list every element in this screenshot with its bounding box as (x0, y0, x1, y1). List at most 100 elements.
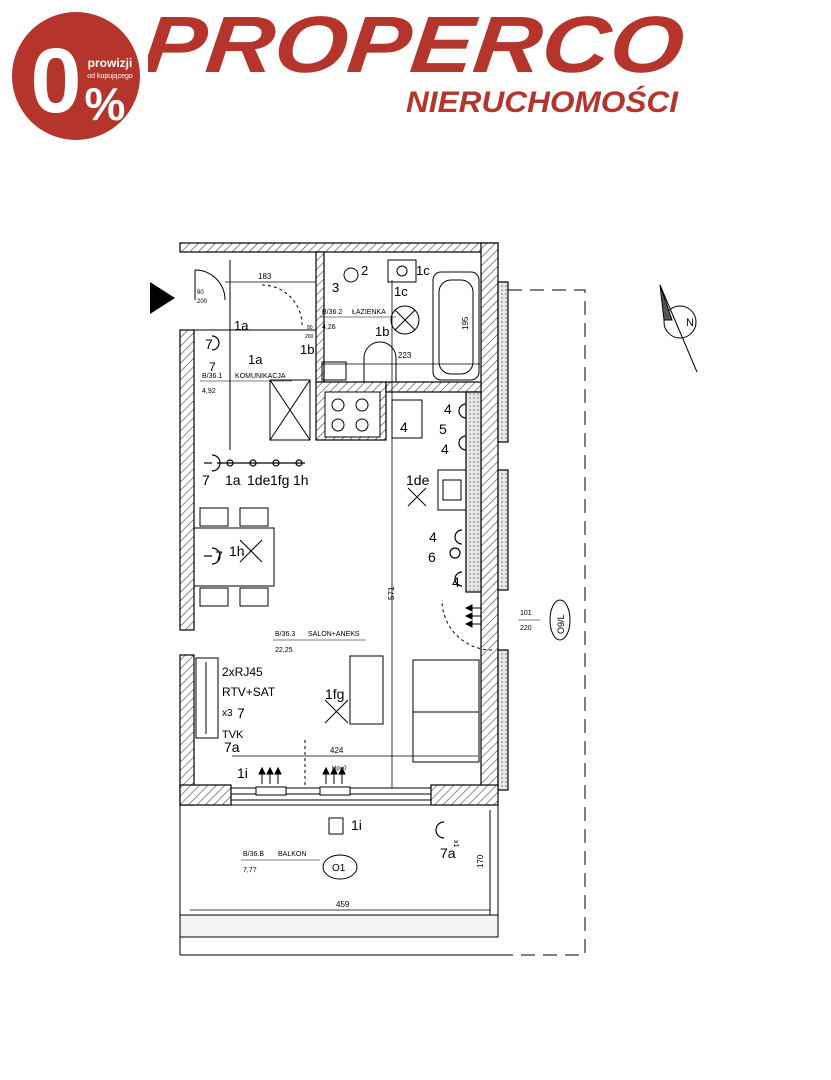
cooktop (324, 391, 381, 438)
dim-424: 424 (330, 746, 344, 755)
sym-4-b: 4 (441, 441, 449, 457)
dim-80: 80 (307, 325, 313, 331)
row-1h: 1h (293, 472, 309, 488)
row-7: 7 (202, 472, 210, 488)
bathroom-fixtures (321, 259, 480, 383)
sym-7a-balcony: 7a (440, 845, 456, 861)
dim-170: 170 (476, 854, 485, 868)
sym-1de: 1de (406, 472, 430, 488)
room-code-lazienka: B/36.2 (322, 309, 342, 316)
dim-195: 195 (461, 316, 470, 330)
sym-1i-inside: 1i (237, 765, 248, 781)
sofa (412, 659, 480, 763)
commission-badge: 0 % prowizji od kupującego (12, 12, 140, 140)
wall-bottom-right (430, 784, 499, 806)
label-rj45: 2xRJ45 (222, 665, 263, 679)
electrical-symbols: 1a 1a 1b 1b 1c 1c 2 3 4 4 4 4 4 5 6 7 7 … (202, 263, 460, 861)
sym-6: 6 (428, 549, 436, 565)
wall-right-outer-lower (497, 649, 509, 791)
label-rtv-sat: RTV+SAT (222, 685, 276, 699)
row-1a: 1a (225, 472, 241, 488)
compass-icon: N (659, 284, 698, 373)
kitchen-sink-icon (437, 469, 467, 511)
sym-1i-balcony: 1i (351, 817, 362, 833)
sym-7a-inside: 7a (224, 739, 240, 755)
brand-tagline: NIERUCHOMOŚCI (406, 85, 679, 119)
window-code-o1: O1 (332, 863, 346, 874)
label-tvk: TVK (222, 729, 244, 741)
sym-1h: 1h (229, 543, 245, 559)
sym-1fg: 1fg (325, 686, 344, 702)
living-furniture (195, 487, 493, 763)
label-x3: x3 (222, 708, 233, 719)
washing-machine-icon (390, 305, 420, 335)
wall-right (480, 242, 499, 789)
room-name-lazienka: ŁAZIENKA (352, 309, 386, 316)
sym-7-entry2: 7 (209, 360, 216, 374)
sym-1c-top: 1c (416, 263, 430, 278)
dim-200b: 200 (305, 334, 314, 340)
window-code-o9l: O9/L (556, 614, 566, 634)
badge-line1: prowizji (88, 56, 133, 70)
coffee-table (349, 655, 384, 725)
boiler-icon (343, 267, 359, 283)
entrance-arrow-icon (150, 282, 175, 314)
room-labels: B/36.1 KOMUNIKACJA 4,92 B/36.2 ŁAZIENKA … (200, 309, 396, 874)
badge-circle (12, 12, 140, 140)
room-code-komunikacja: B/36.1 (202, 373, 222, 380)
sym-1a-top: 1a (234, 318, 249, 333)
sym-2: 2 (361, 263, 368, 278)
wall-top (179, 242, 499, 253)
sym-4-a: 4 (444, 401, 452, 417)
wall-right-outer-upper (497, 281, 509, 443)
sym-1a-second: 1a (248, 352, 263, 367)
sym-3: 3 (332, 280, 339, 295)
socket-icons (204, 335, 467, 839)
badge-zero: 0 (30, 30, 81, 132)
window-tags (322, 599, 571, 880)
balcony (179, 289, 586, 956)
wall-left (179, 329, 195, 631)
walls (179, 242, 509, 806)
bathtub-inner (438, 279, 474, 375)
room-area-komunikacja: 4,92 (202, 388, 216, 395)
dim-183: 183 (258, 272, 272, 281)
hp-label: Hp=0 (332, 766, 347, 772)
row-1de: 1de (247, 472, 271, 488)
balcony-door (231, 740, 431, 801)
sym-7-entry: 7 (205, 336, 213, 352)
dim-220: 220 (520, 625, 532, 632)
dining-table (193, 507, 275, 607)
tv-cabinet (195, 657, 219, 739)
sym-5: 5 (439, 421, 447, 437)
room-name-balkon: BALKON (278, 851, 306, 858)
sink-icon (387, 259, 417, 283)
sym-7-tv: 7 (237, 705, 245, 721)
wall-bottom-left (179, 784, 232, 806)
room-name-komunikacja: KOMUNIKACJA (235, 373, 286, 380)
sym-1b-corridor: 1b (300, 342, 314, 357)
dim-101: 101 (520, 610, 532, 617)
sym-4-c: 4 (429, 529, 437, 545)
badge-percent: % (85, 78, 126, 130)
wall-right-outer-middle (497, 469, 509, 591)
room-area-salon: 22,25 (275, 647, 293, 654)
kitchen-counter-wall (465, 391, 482, 593)
room-name-salon: SALON+ANEKS (308, 631, 360, 638)
sym-7-dining: 7 (215, 548, 223, 564)
brand-name: PROPERCO (148, 4, 689, 89)
dim-459: 459 (336, 900, 350, 909)
badge-line2: od kupującego (87, 73, 133, 80)
room-area-balkon: 7,77 (243, 867, 257, 874)
brand-logo: PROPERCO NIERUCHOMOŚCI (148, 4, 689, 119)
row-1fg: 1fg (270, 472, 289, 488)
sym-1b-bath: 1b (375, 324, 389, 339)
dim-571: 571 (387, 586, 396, 600)
interior (194, 260, 316, 450)
toilet-icon (363, 341, 397, 383)
room-code-salon: B/36.3 (275, 631, 295, 638)
wall-bath-bottom (385, 381, 482, 393)
room-code-balkon: B/36.B (243, 851, 264, 858)
compass-north: N (686, 317, 694, 329)
